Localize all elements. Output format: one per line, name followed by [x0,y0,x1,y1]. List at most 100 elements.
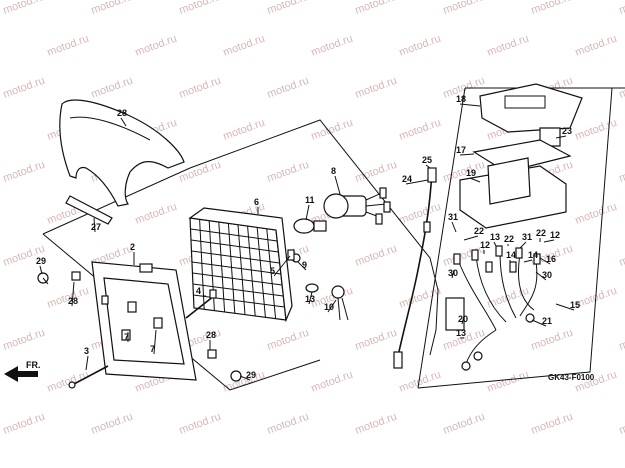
callout-label: 2 [130,242,135,252]
watermark-text: motod.ru [178,159,223,185]
watermark-text: motod.ru [398,201,443,227]
callout-label: 16 [546,254,556,264]
watermark-text: motod.ru [574,201,619,227]
bulb-socket [323,187,391,225]
callout-label: 23 [562,126,572,136]
leader-lines [39,103,575,381]
headlight-unit [188,207,293,323]
leader-line [153,329,157,355]
leader-line [493,241,497,247]
lens-grid-line [191,261,281,275]
watermark-text: motod.ru [354,327,399,353]
watermark-text: motod.ru [178,0,223,17]
callout-label: 19 [466,168,476,178]
watermark-text: motod.ru [442,411,487,437]
leader-line [297,261,307,271]
callout-label: 13 [490,232,500,242]
callout-label: 6 [254,197,259,207]
watermark-text: motod.ru [2,159,47,185]
leader-line [239,375,251,381]
watermark-text: motod.ru [2,0,47,17]
position-bulb [305,283,319,293]
callout-label: 17 [456,145,466,155]
leader-line [451,221,457,233]
leader-line [273,255,291,277]
watermark-text: motod.ru [266,327,311,353]
watermark-text: motod.ru [90,75,135,101]
lens-grid-line [237,224,246,315]
leader-line [405,179,429,185]
lens-grid-line [190,228,278,242]
watermark-text: motod.ru [2,327,47,353]
watermark-text: motod.ru [354,243,399,269]
callout-labels: 2827229283774282956911131082425182317193… [36,94,580,380]
lens-grid-line [218,222,226,312]
leader-line [327,299,337,313]
leader-line [85,355,89,371]
callout-label: 28 [206,330,216,340]
watermark-text: motod.ru [530,0,575,17]
callout-label: 12 [480,240,490,250]
bolt-left [37,272,49,285]
watermark-text: motod.ru [618,411,625,437]
meter-assembly [459,139,572,229]
watermark-text: motod.ru [442,0,487,17]
watermark-text: motod.ru [178,75,223,101]
callout-label: 30 [542,270,552,280]
lens-grid-line [192,283,284,297]
callout-label: 24 [402,174,412,184]
callout-label: 21 [542,316,552,326]
leader-line [535,271,547,281]
watermark-text: motod.ru [574,117,619,143]
watermark-text: motod.ru [134,201,179,227]
grommet-bottom [207,349,217,359]
watermark-text: motod.ru [354,0,399,17]
front-direction-arrow: FR. [4,360,41,382]
watermark-text: motod.ru [222,33,267,59]
watermark-text: motod.ru [398,285,443,311]
callout-label: 4 [196,286,201,296]
callout-label: 3 [84,346,89,356]
watermark-text: motod.ru [486,369,531,395]
callout-label: 8 [331,166,336,176]
leader-line [39,265,43,275]
leader-line [523,259,533,263]
callout-label: 15 [570,300,580,310]
callout-label: 7 [124,332,129,342]
leader-line [469,177,481,183]
lens-grid-line [191,250,280,264]
callout-label: 13 [456,328,466,338]
leader-line [93,217,96,233]
watermark-text: motod.ru [310,369,355,395]
mounting-screw [68,365,109,389]
callout-label: 10 [324,302,334,312]
leader-line [459,153,475,156]
callout-label: 25 [422,155,432,165]
callout-label: 30 [448,268,458,278]
callout-label: 14 [506,250,516,260]
headlight-cowl [59,99,185,207]
meter-cover [479,83,583,133]
callout-label: 20 [458,314,468,324]
leader-line [461,315,465,325]
lens-grid-line [190,239,279,253]
watermark-text: motod.ru [530,327,575,353]
lens-grid-line [192,272,283,286]
callout-label: 12 [550,230,560,240]
leader-line [555,135,567,139]
leader-line [555,303,575,311]
watermark-text: motod.ru [2,75,47,101]
watermark-text: motod.ru [90,411,135,437]
watermark-text: motod.ru [2,411,47,437]
watermark-text: motod.ru [222,117,267,143]
leader-line [531,319,547,327]
wire-harness [445,245,541,371]
callout-label: 9 [302,260,307,270]
leader-line [519,241,527,249]
leader-line [463,235,479,241]
watermark-text: motod.ru [398,33,443,59]
callout-label: 28 [117,108,127,118]
watermark-text: motod.ru [618,159,625,185]
callout-label: 11 [305,195,315,205]
